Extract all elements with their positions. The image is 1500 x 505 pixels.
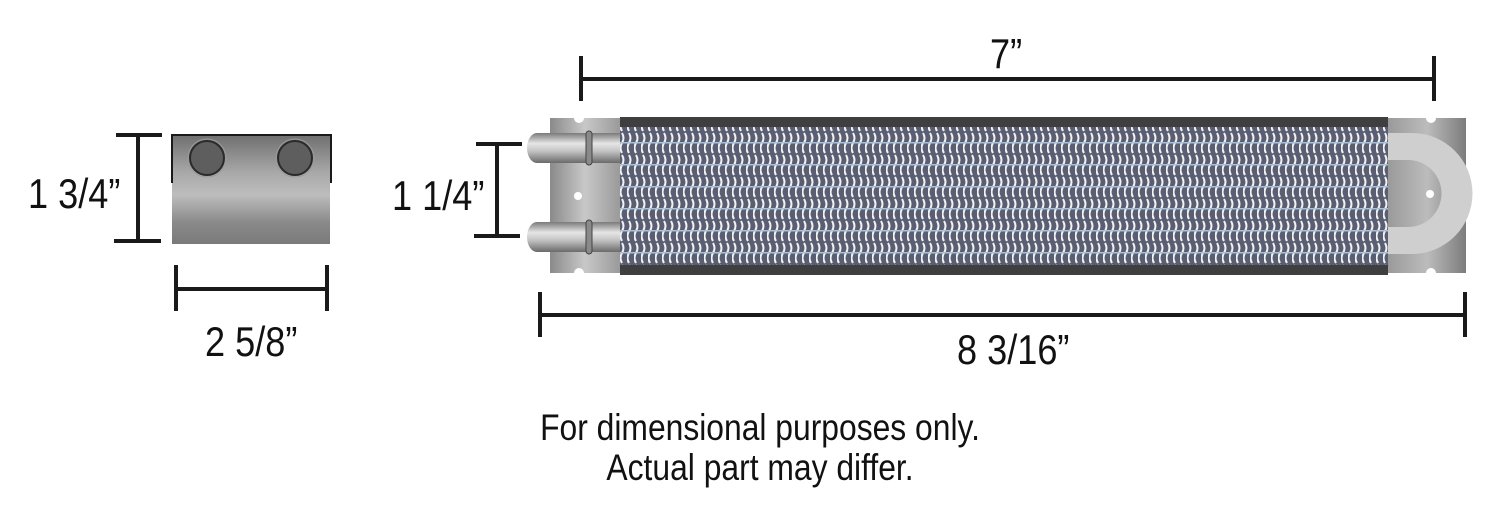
inlet-fitting-top <box>527 130 620 166</box>
end-view-width-label: 2 5/8” <box>205 318 298 365</box>
end-view-width-dimension <box>174 265 329 311</box>
end-view-height-label: 1 3/4” <box>28 170 121 217</box>
end-view-height-dimension <box>114 133 162 243</box>
cooler-fins <box>620 127 1388 265</box>
end-view <box>171 134 332 244</box>
disclaimer-line-1: For dimensional purposes only. <box>540 407 980 448</box>
port-spacing-label: 1 1/4” <box>392 172 485 219</box>
core-length-dimension <box>579 56 1436 101</box>
port-spacing-dimension <box>474 142 522 238</box>
mount-hole-icon <box>1426 190 1434 198</box>
mount-hole-icon <box>574 192 582 200</box>
return-bend-tube <box>1388 133 1473 254</box>
cooler-side-view <box>527 117 1473 275</box>
core-length-label: 7” <box>990 30 1023 77</box>
inlet-fitting-bottom <box>527 219 620 255</box>
overall-length-dimension <box>538 292 1467 337</box>
port-hole-icon <box>189 140 225 176</box>
disclaimer-line-2: Actual part may differ. <box>606 447 914 488</box>
port-hole-icon <box>277 140 313 176</box>
overall-length-label: 8 3/16” <box>957 326 1070 373</box>
